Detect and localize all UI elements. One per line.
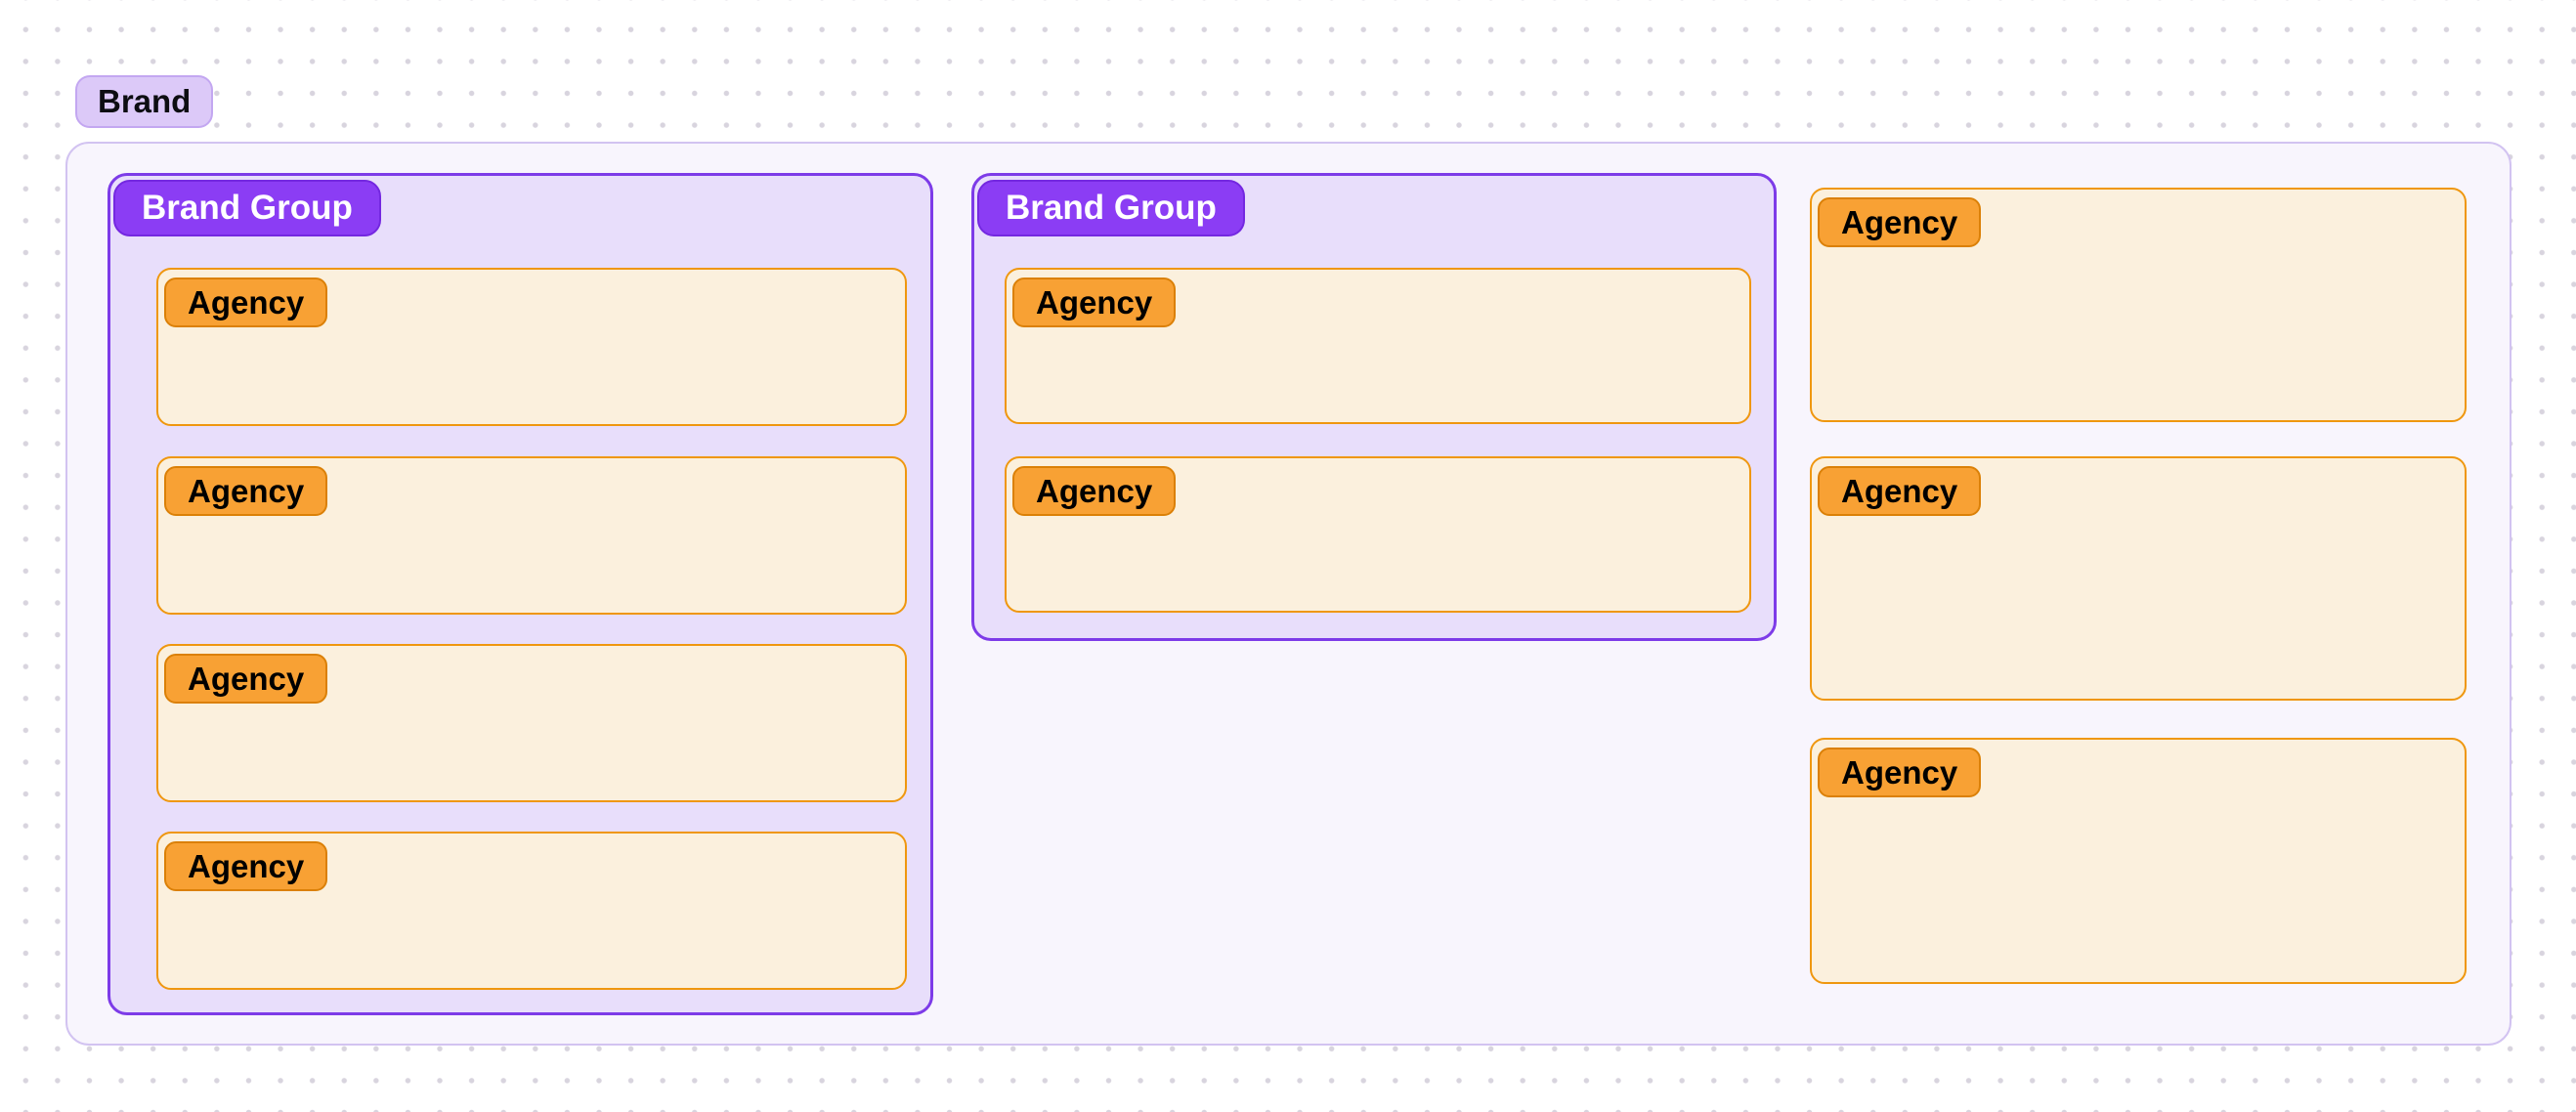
brand-group-node[interactable]: Brand Group Agency Agency (971, 173, 1777, 641)
agency-card[interactable]: Agency (1810, 456, 2467, 701)
agency-badge: Agency (164, 841, 328, 891)
agency-badge: Agency (164, 466, 328, 516)
agency-badge: Agency (164, 654, 328, 704)
brand-group-badge: Brand Group (113, 180, 381, 236)
brand-group-node[interactable]: Brand Group Agency Agency Agency Agency (107, 173, 933, 1015)
agency-card[interactable]: Agency (156, 644, 907, 802)
agency-card[interactable]: Agency (1005, 268, 1751, 424)
agency-badge: Agency (1012, 278, 1177, 327)
agency-card[interactable]: Agency (156, 456, 907, 615)
agency-badge: Agency (1012, 466, 1177, 516)
agency-card[interactable]: Agency (1810, 738, 2467, 984)
agency-badge: Agency (164, 278, 328, 327)
agency-badge: Agency (1818, 466, 1982, 516)
agency-card[interactable]: Agency (1005, 456, 1751, 613)
brand-group-badge: Brand Group (977, 180, 1245, 236)
brand-container[interactable]: Brand Group Agency Agency Agency Agency … (65, 142, 2512, 1046)
brand-badge[interactable]: Brand (75, 75, 214, 128)
agency-card[interactable]: Agency (156, 832, 907, 990)
agency-badge: Agency (1818, 197, 1982, 247)
agency-card[interactable]: Agency (1810, 188, 2467, 422)
agency-card[interactable]: Agency (156, 268, 907, 426)
agency-badge: Agency (1818, 748, 1982, 797)
